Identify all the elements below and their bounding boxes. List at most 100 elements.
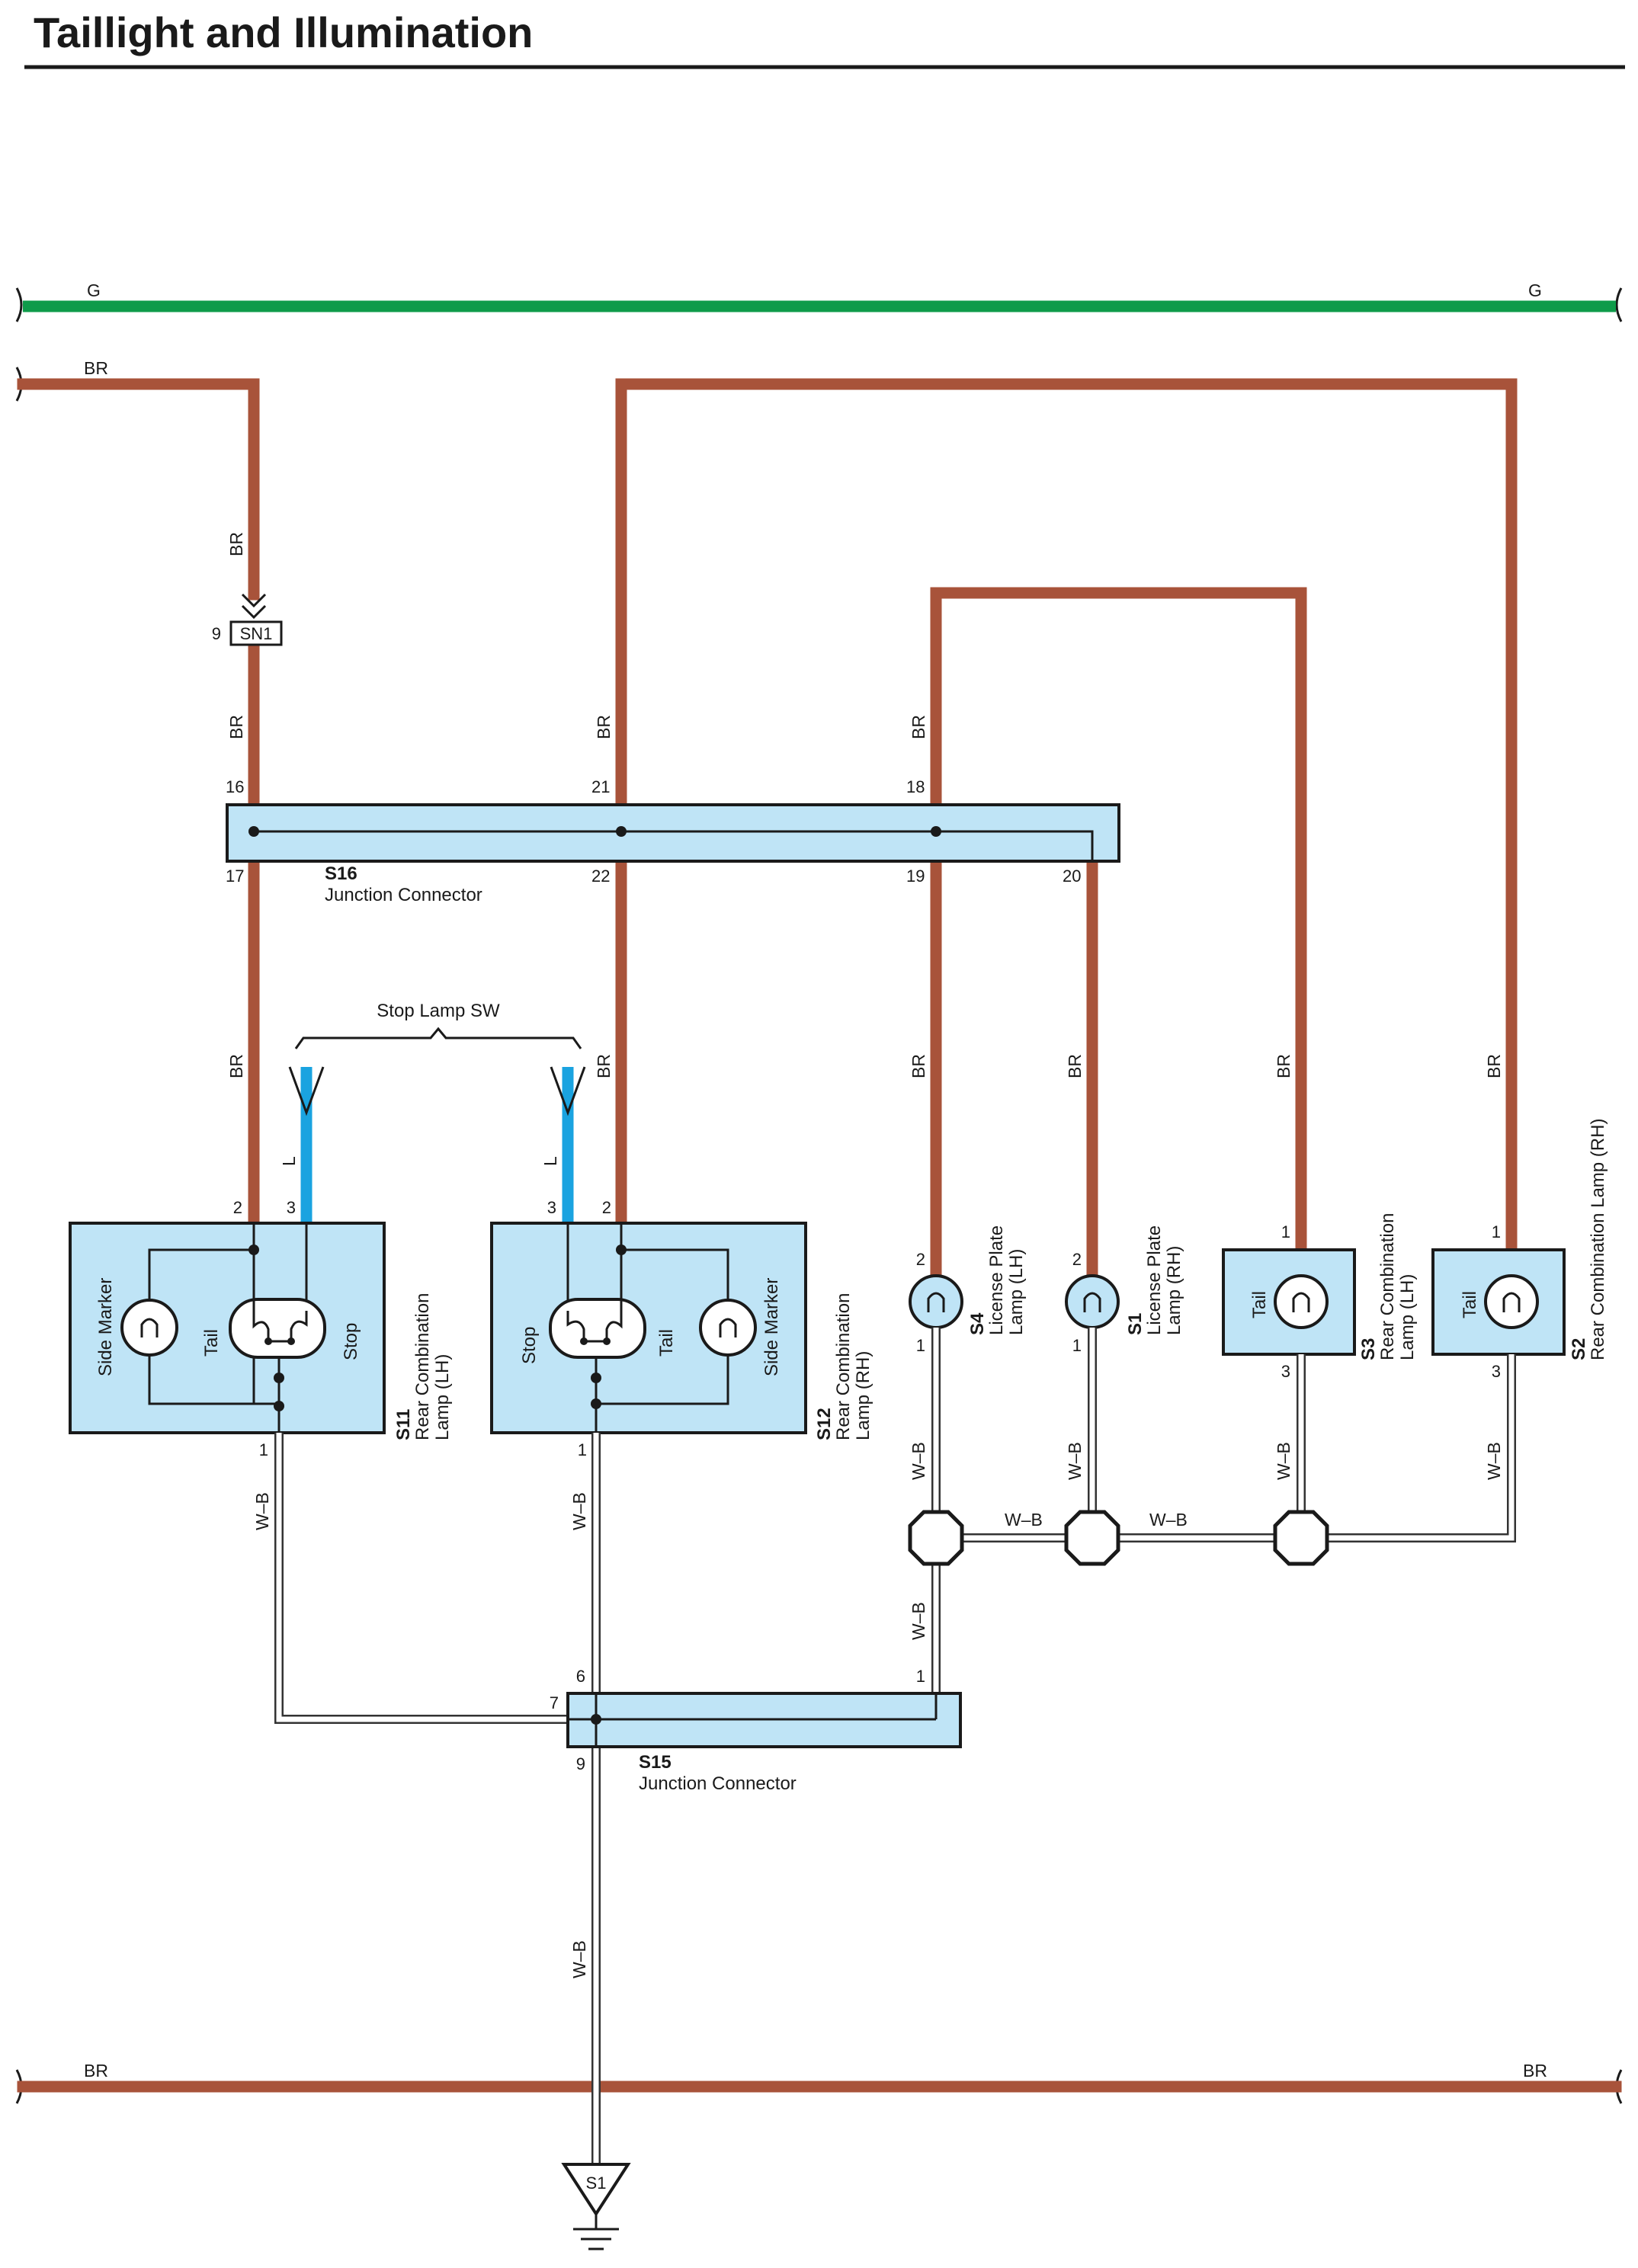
s12-name: Rear Combination <box>833 1293 854 1440</box>
s16-pin: 22 <box>591 867 610 886</box>
wire-label-br: BR <box>1484 1054 1504 1078</box>
s2-pin: 1 <box>1492 1222 1501 1241</box>
sn1-pin: 9 <box>212 624 221 643</box>
br-wires <box>15 367 1518 1279</box>
s15-pin: 9 <box>576 1754 585 1773</box>
s12-side-marker-label: Side Marker <box>761 1278 782 1376</box>
s11-rear-combination-lamp-lh: Side Marker Tail Stop 2 3 1 S11 Rear Com… <box>69 1198 453 1459</box>
s2-code: S2 <box>1569 1338 1589 1360</box>
s16-junction-connector: 16 21 18 17 22 19 20 S16 Junction Connec… <box>226 777 1120 905</box>
s3-name: Lamp (LH) <box>1397 1274 1418 1360</box>
s4-pin: 1 <box>916 1336 925 1355</box>
wire-label-g-left: G <box>87 280 101 300</box>
wire-label-br: BR <box>1065 1054 1085 1078</box>
ground-triangle-icon <box>561 2163 631 2217</box>
s12-pin: 2 <box>602 1198 611 1217</box>
wire-label-br: BR <box>909 715 928 739</box>
s4-name: Lamp (LH) <box>1006 1249 1027 1335</box>
s16-pin: 20 <box>1063 867 1081 886</box>
s12-stop-label: Stop <box>519 1327 540 1364</box>
double-filament-bulb-icon <box>549 1298 646 1359</box>
s2-rear-combination-lamp-rh: Tail 1 3 S2 Rear Combination Lamp (RH) <box>1431 1119 1608 1381</box>
s16-pin: 21 <box>591 777 610 796</box>
s16-pin: 17 <box>226 867 244 886</box>
wire-label-br: BR <box>594 1054 614 1078</box>
s11-name: Rear Combination <box>412 1293 433 1440</box>
wire-label-l: L <box>279 1156 299 1166</box>
s1-pin: 1 <box>1072 1336 1082 1355</box>
splice-icon <box>1064 1510 1120 1566</box>
page-title: Taillight and Illumination <box>34 8 533 56</box>
wire-label-wb: W–B <box>1274 1442 1293 1480</box>
wire-label-br: BR <box>226 715 246 739</box>
s11-code: S11 <box>393 1409 414 1440</box>
stop-lamp-sw-label: Stop Lamp SW <box>377 1001 500 1021</box>
bus-wire-br-bottom: BR BR <box>15 2061 1623 2104</box>
wire-label-br-bottom-right: BR <box>1523 2061 1547 2081</box>
s2-tail-label: Tail <box>1460 1291 1480 1318</box>
wire-label-br: BR <box>226 532 246 556</box>
s3-tail-label: Tail <box>1249 1291 1270 1318</box>
s15-code: S15 <box>639 1752 672 1773</box>
double-filament-bulb-icon <box>229 1298 326 1359</box>
s15-pin: 7 <box>550 1693 559 1712</box>
s16-name: Junction Connector <box>325 885 482 905</box>
s1-name: License Plate <box>1144 1225 1165 1335</box>
s11-stop-label: Stop <box>341 1323 361 1360</box>
s4-pin: 2 <box>916 1250 925 1269</box>
s1-license-plate-lamp-rh: 2 1 S1 License Plate Lamp (RH) <box>1065 1225 1184 1355</box>
s12-rear-combination-lamp-rh: Stop Tail Side Marker 3 2 1 S12 Rear Com… <box>490 1198 873 1459</box>
br-wire-labels: BR BR BR BR BR BR BR BR BR BR BR <box>84 358 1504 1078</box>
s1-pin: 2 <box>1072 1250 1082 1269</box>
s3-pin: 3 <box>1281 1362 1290 1381</box>
s1-name: Lamp (RH) <box>1164 1246 1184 1335</box>
s16-code: S16 <box>325 863 357 884</box>
s4-license-plate-lamp-lh: 2 1 S4 License Plate Lamp (LH) <box>909 1225 1027 1355</box>
wb-wire-labels: W–B W–B W–B W–B W–B W–B W–B W–B W–B W–B <box>252 1442 1504 1978</box>
stop-lamp-switch: Stop Lamp SW L L <box>279 1001 586 1223</box>
wire-label-wb: W–B <box>252 1492 272 1530</box>
s1-code: S1 <box>1125 1313 1146 1335</box>
s15-pin: 6 <box>576 1667 585 1686</box>
s16-pin: 19 <box>906 867 925 886</box>
wire-label-wb: W–B <box>569 1940 589 1978</box>
wire-label-wb: W–B <box>1484 1442 1504 1480</box>
wire-label-wb: W–B <box>909 1442 928 1480</box>
s15-pin: 1 <box>916 1667 925 1686</box>
splice-points <box>908 1510 1329 1566</box>
s11-pin: 2 <box>233 1198 242 1217</box>
s2-pin: 3 <box>1492 1362 1501 1381</box>
splice-icon <box>1273 1510 1329 1566</box>
s11-side-marker-label: Side Marker <box>95 1278 116 1376</box>
s12-pin: 3 <box>547 1198 556 1217</box>
s4-code: S4 <box>967 1312 988 1335</box>
wire-label-br: BR <box>226 1054 246 1078</box>
s11-pin: 1 <box>259 1440 268 1459</box>
splice-icon <box>908 1510 964 1566</box>
wire-label-g-right: G <box>1528 280 1542 300</box>
wire-label-br: BR <box>1274 1054 1293 1078</box>
side-marker-bulb-icon <box>699 1299 757 1357</box>
s2-name: Rear Combination Lamp (RH) <box>1588 1119 1608 1360</box>
s16-pin: 16 <box>226 777 244 796</box>
wire-label-wb: W–B <box>909 1602 928 1640</box>
s16-pin: 18 <box>906 777 925 796</box>
wire-label-br: BR <box>909 1054 928 1078</box>
sn1-label: SN1 <box>240 624 273 643</box>
s3-name: Rear Combination <box>1377 1213 1398 1360</box>
bus-wire-g: G G <box>15 280 1623 322</box>
wire-label-br-top-left: BR <box>84 358 108 378</box>
side-marker-bulb-icon <box>120 1299 178 1357</box>
ground-s1: S1 <box>561 2163 631 2250</box>
sn1-connector: SN1 9 <box>212 593 283 646</box>
s12-tail-label: Tail <box>656 1329 677 1357</box>
wire-label-l: L <box>540 1156 560 1166</box>
s12-name: Lamp (RH) <box>853 1351 873 1440</box>
wire-label-wb: W–B <box>1065 1442 1085 1480</box>
s12-pin: 1 <box>578 1440 587 1459</box>
s11-tail-label: Tail <box>201 1329 222 1357</box>
ground-label: S1 <box>586 2174 607 2193</box>
s3-pin: 1 <box>1281 1222 1290 1241</box>
s3-rear-combination-lamp-lh: Tail 1 3 S3 Rear Combination Lamp (LH) <box>1222 1213 1418 1381</box>
